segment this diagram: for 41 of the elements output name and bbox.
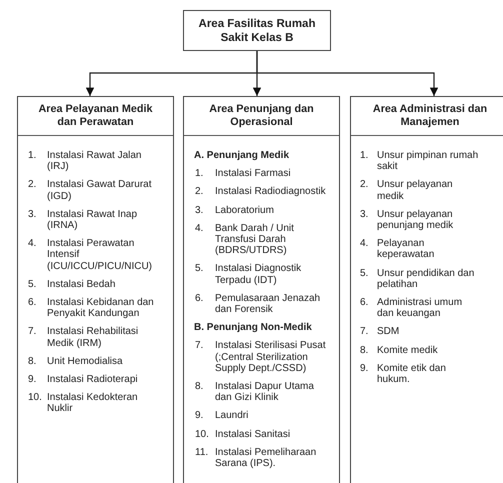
list-item: 10. Instalasi Sanitasi	[195, 428, 292, 440]
section-heading: A. Penunjang Medik	[194, 150, 290, 162]
list-item: 5. Unsur pendidikan dan pelatihan	[360, 268, 476, 290]
column-box	[17, 96, 174, 483]
section-heading: B. Penunjang Non-Medik	[194, 322, 313, 334]
list-item: 3. Unsur pelayanan penunjang medik	[360, 208, 454, 232]
list-item: 10. Instalasi Kedokteran Nuklir	[28, 392, 139, 415]
list-item: 2. Instalasi Radiodiagnostik	[195, 186, 327, 198]
list-item: 7. Instalasi Sterilisasi Pusat (;Central Sterilization Supply Dept./CSSD)	[195, 340, 327, 374]
list-item: 6. Instalasi Kebidanan dan Penyakit Kandungan	[28, 297, 155, 320]
list-item: 6. Pemulasaraan Jenazah dan Forensik	[195, 292, 322, 316]
list-item: 5. Instalasi Diagnostik Terpadu (IDT)	[195, 263, 302, 286]
list-item: 6. Administrasi umum dan keuangan	[360, 297, 464, 320]
list-item: 1. Instalasi Rawat Jalan (IRJ)	[28, 150, 142, 172]
list-item: 9. Komite etik dan hukum.	[360, 362, 447, 386]
root-box	[183, 10, 331, 51]
list-item: 7. Instalasi Rehabilitasi Medik (IRM)	[28, 326, 140, 349]
column-heading: Area Pelayanan Medik dan Perawatan	[37, 103, 154, 129]
list-item: 2. Unsur pelayanan medik	[360, 179, 454, 202]
list-item: 8. Komite medik	[360, 344, 439, 356]
list-item: 7. SDM	[360, 326, 400, 338]
list-item: 8. Unit Hemodialisa	[28, 356, 124, 368]
list-item: 9. Laundri	[195, 410, 250, 422]
column-box	[350, 96, 503, 483]
list-item: 5. Instalasi Bedah	[28, 278, 116, 290]
column-heading: Area Penunjang dan Operasional	[208, 103, 315, 129]
connector-arrow	[256, 51, 438, 96]
list-item: 1. Unsur pimpinan rumah sakit	[360, 150, 480, 172]
list-item: 1. Instalasi Farmasi	[195, 168, 292, 180]
list-item: 4. Instalasi Perawatan Intensif (ICU/ICCU/PICU/NICU)	[28, 238, 153, 272]
list-item: 11. Instalasi Pemeliharaan Sarana (IPS).	[195, 446, 318, 470]
column-heading: Area Administrasi dan Manajemen	[372, 103, 488, 129]
list-item: 4. Bank Darah / Unit Transfusi Darah (BDRS/UTDRS)	[195, 222, 295, 256]
list-item: 9. Instalasi Radioterapi	[28, 374, 139, 386]
list-item: 3. Laboratorium	[195, 204, 275, 216]
list-item: 4. Pelayanan keperawatan	[360, 238, 436, 261]
list-item: 8. Instalasi Dapur Utama dan Gizi Klinik	[195, 381, 315, 404]
box-title: Area Fasilitas Rumah Sakit Kelas B	[198, 16, 316, 44]
column-box	[183, 96, 340, 483]
list-item: 2. Instalasi Gawat Darurat (IGD)	[28, 179, 152, 202]
list-item: 3. Instalasi Rawat Inap (IRNA)	[28, 208, 138, 232]
